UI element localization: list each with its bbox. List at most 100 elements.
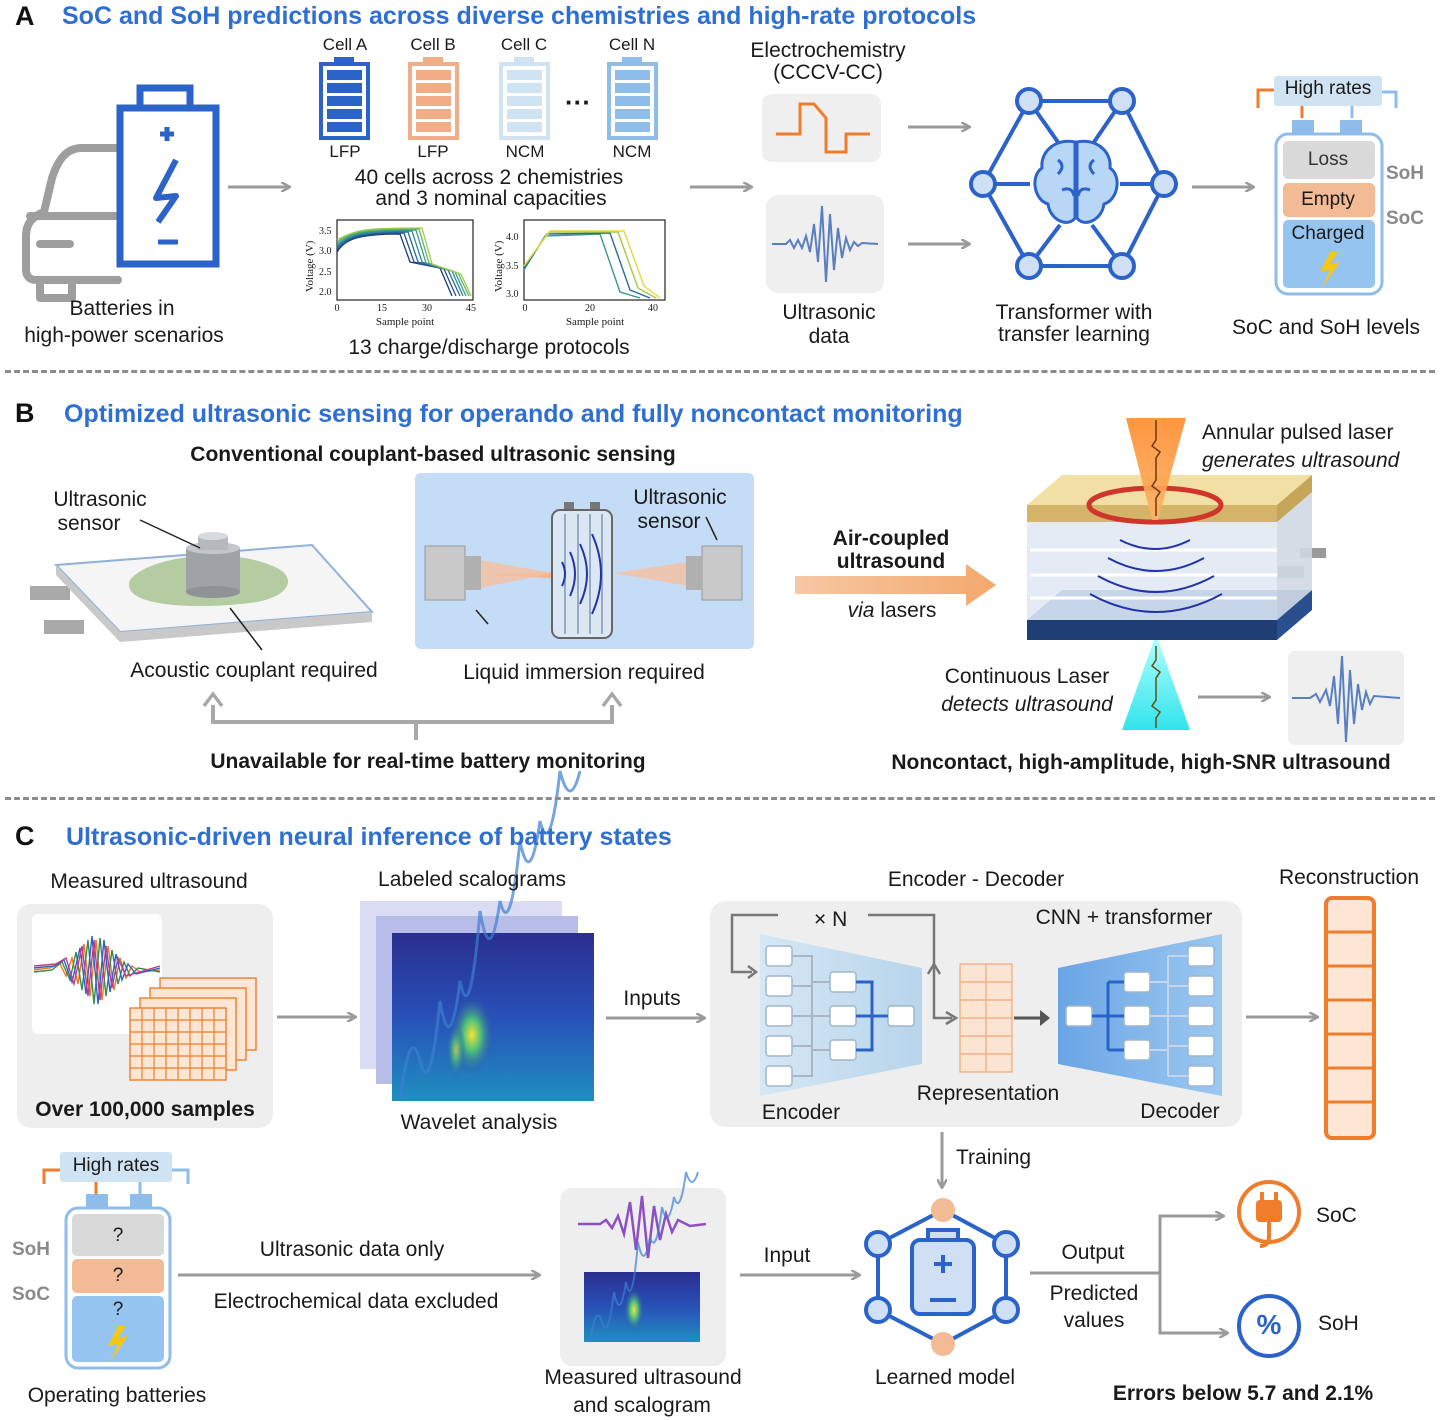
plot2-xtick: 0 bbox=[522, 303, 528, 314]
cell-n-chem: NCM bbox=[612, 142, 652, 161]
air-coupled-arrow bbox=[795, 564, 996, 606]
cnn-transformer-label: CNN + transformer bbox=[1035, 906, 1213, 929]
measured-ultrasound-tile bbox=[17, 904, 273, 1128]
immersion-required: Liquid immersion required bbox=[463, 661, 705, 684]
unknown-soh-mark: ? bbox=[112, 1225, 124, 1246]
soc-soh-battery-icon bbox=[1256, 76, 1398, 296]
brain-icon bbox=[1033, 139, 1119, 224]
separator-b-c bbox=[5, 797, 1435, 800]
transformer-network-icon bbox=[969, 87, 1178, 280]
empty-label: Empty bbox=[1301, 189, 1355, 210]
plot1-ytick: 3.0 bbox=[319, 246, 332, 257]
plug-icon bbox=[1237, 1180, 1301, 1248]
soc-label-a: SoC bbox=[1386, 208, 1424, 229]
encoder-decoder-box bbox=[710, 901, 1242, 1127]
operating-battery-icon bbox=[42, 1152, 190, 1370]
voltage-plot-1 bbox=[336, 219, 474, 301]
cell-a-chem: LFP bbox=[329, 142, 361, 161]
transformer-label-2: transfer learning bbox=[998, 323, 1150, 346]
learned-model-label: Learned model bbox=[874, 1366, 1016, 1389]
sensor-label-1: Ultrasonic bbox=[53, 488, 147, 511]
ultrasonic-data-label-2: data bbox=[808, 325, 850, 348]
measured-scalogram-label-2: and scalogram bbox=[573, 1394, 711, 1417]
panel-c-letter: C bbox=[15, 821, 35, 851]
percent-icon bbox=[1237, 1294, 1301, 1358]
immersion-tank bbox=[415, 473, 754, 649]
samples-label: Over 100,000 samples bbox=[35, 1098, 255, 1121]
ultrasonic-data-label-1: Ultrasonic bbox=[782, 301, 876, 324]
unavailable-bracket bbox=[202, 691, 623, 740]
tank-sensor-label-2: sensor bbox=[637, 510, 701, 533]
soc-label-c: SoC bbox=[12, 1284, 50, 1305]
transformer-label-1: Transformer with bbox=[995, 301, 1153, 324]
plot1-xtick: 45 bbox=[466, 303, 476, 314]
inputs-label: Inputs bbox=[623, 987, 681, 1010]
decoder-label: Decoder bbox=[1140, 1100, 1220, 1123]
continuous-laser-beam bbox=[1122, 640, 1190, 730]
output-soc-label: SoC bbox=[1316, 1204, 1357, 1227]
couplant-required: Acoustic couplant required bbox=[130, 659, 378, 682]
electrochemistry-label: Electrochemistry bbox=[750, 39, 906, 62]
measured-scalogram-tile bbox=[560, 1171, 726, 1366]
cells-ellipsis: ··· bbox=[565, 87, 591, 117]
reconstruction-label: Reconstruction bbox=[1278, 866, 1420, 889]
loss-label: Loss bbox=[1307, 149, 1349, 170]
unknown-charge-mark: ? bbox=[112, 1299, 124, 1320]
plot2-ytick: 3.0 bbox=[506, 289, 519, 300]
plot2-ylabel: Voltage (V) bbox=[493, 240, 505, 292]
electrochemistry-protocol: (CCCV-CC) bbox=[773, 61, 883, 84]
cell-n-label: Cell N bbox=[608, 35, 656, 54]
cell-b-battery-icon bbox=[408, 57, 459, 140]
operating-batteries-label: Operating batteries bbox=[27, 1384, 207, 1407]
measured-scalogram-label-1: Measured ultrasound bbox=[544, 1366, 742, 1389]
continuous-laser-label-1: Continuous Laser bbox=[944, 665, 1110, 688]
representation-label: Representation bbox=[916, 1082, 1060, 1105]
plot1-ytick: 2.5 bbox=[319, 267, 332, 278]
encoder-decoder-title: Encoder - Decoder bbox=[887, 868, 1065, 891]
unavailable-label: Unavailable for real-time battery monito… bbox=[210, 750, 646, 773]
battery-caption-line-1: Batteries in bbox=[69, 297, 175, 320]
cell-b-label: Cell B bbox=[410, 35, 456, 54]
pulsed-laser-beam bbox=[1126, 418, 1186, 520]
plot2-xtick: 20 bbox=[585, 303, 595, 314]
ultrasonic-only-label: Ultrasonic data only bbox=[259, 1238, 445, 1261]
percent-symbol: % bbox=[1256, 1309, 1282, 1340]
noncontact-label: Noncontact, high-amplitude, high-SNR ult… bbox=[891, 751, 1391, 774]
output-branch bbox=[1030, 1216, 1226, 1333]
plot1-xlabel: Sample point bbox=[375, 316, 435, 328]
plot1-ytick: 3.5 bbox=[319, 226, 332, 237]
scalogram-stack bbox=[360, 770, 594, 1102]
continuous-laser-label-2: detects ultrasound bbox=[941, 693, 1113, 716]
measured-ultrasound-label: Measured ultrasound bbox=[50, 870, 248, 893]
input-label: Input bbox=[763, 1244, 811, 1267]
protocols-caption: 13 charge/discharge protocols bbox=[348, 336, 630, 359]
panel-c-title: Ultrasonic-driven neural inference of ba… bbox=[66, 823, 672, 851]
cell-c-chem: NCM bbox=[505, 142, 545, 161]
cell-c-label: Cell C bbox=[500, 35, 548, 54]
panel-a-letter: A bbox=[15, 1, 35, 31]
plot2-ytick: 4.0 bbox=[506, 232, 519, 243]
conventional-title: Conventional couplant-based ultrasonic s… bbox=[190, 443, 676, 466]
panel-a-title: SoC and SoH predictions across diverse c… bbox=[62, 2, 977, 30]
unknown-soc-mark: ? bbox=[112, 1265, 124, 1286]
cell-n-battery-icon bbox=[607, 57, 658, 140]
tank-sensor-label-1: Ultrasonic bbox=[633, 486, 727, 509]
annular-laser-label-2: generates ultrasound bbox=[1202, 449, 1400, 472]
car-icon bbox=[22, 144, 122, 302]
plot2-xtick: 40 bbox=[648, 303, 658, 314]
air-coupled-label-2: ultrasound bbox=[836, 550, 946, 573]
via-lasers-label: via lasers bbox=[847, 599, 937, 622]
cell-a-label: Cell A bbox=[322, 35, 368, 54]
ultrasonic-tile bbox=[766, 195, 884, 293]
cell-b-chem: LFP bbox=[417, 142, 449, 161]
battery-icon bbox=[116, 84, 220, 268]
plot2-ytick: 3.5 bbox=[506, 261, 519, 272]
high-rates-label-a: High rates bbox=[1284, 78, 1372, 99]
air-coupled-label-1: Air-coupled bbox=[832, 527, 950, 550]
loop-count-label: × N bbox=[814, 908, 848, 931]
sensor-label-2: sensor bbox=[57, 512, 121, 535]
plot1-xtick: 30 bbox=[422, 303, 432, 314]
laser-battery-block bbox=[1027, 475, 1326, 640]
panel-b-letter: B bbox=[15, 398, 35, 428]
